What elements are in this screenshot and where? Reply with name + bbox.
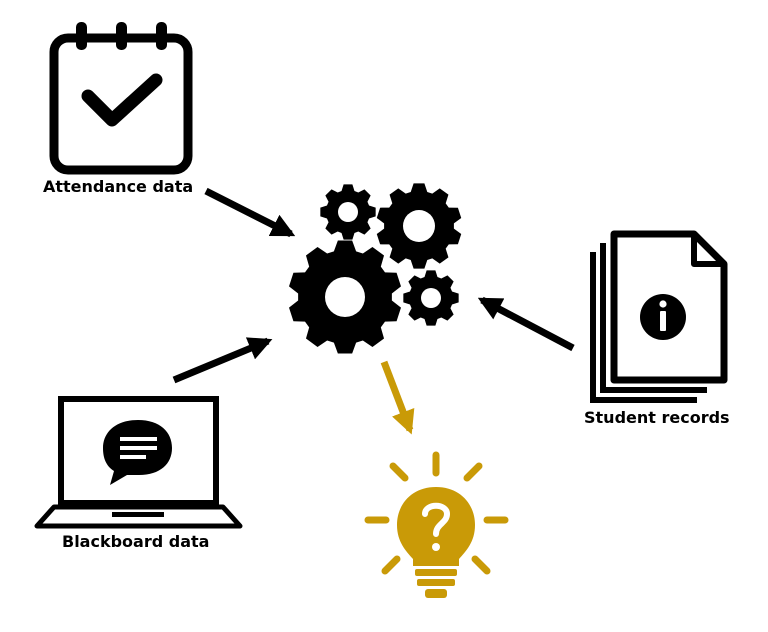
gear-tiny-hole xyxy=(421,288,441,308)
arrow-blackboard-to-process xyxy=(172,337,273,384)
arrow-student-to-process xyxy=(477,296,575,352)
gear-small-hole xyxy=(338,202,358,222)
gears-icon xyxy=(289,183,462,354)
calendar-check-icon xyxy=(49,22,193,175)
gear-large-hole xyxy=(325,277,365,317)
blackboard-data-label: Blackboard data xyxy=(62,532,210,551)
document-stack-info-icon xyxy=(590,230,728,403)
student-records-label: Student records xyxy=(584,408,730,427)
attendance-data-label: Attendance data xyxy=(43,177,194,196)
arrow-process-to-insight xyxy=(380,360,415,435)
laptop-chat-icon xyxy=(34,396,243,529)
lightbulb-question-icon xyxy=(364,451,509,598)
gear-medium-hole xyxy=(403,210,435,242)
arrow-attendance-to-process xyxy=(204,187,296,238)
